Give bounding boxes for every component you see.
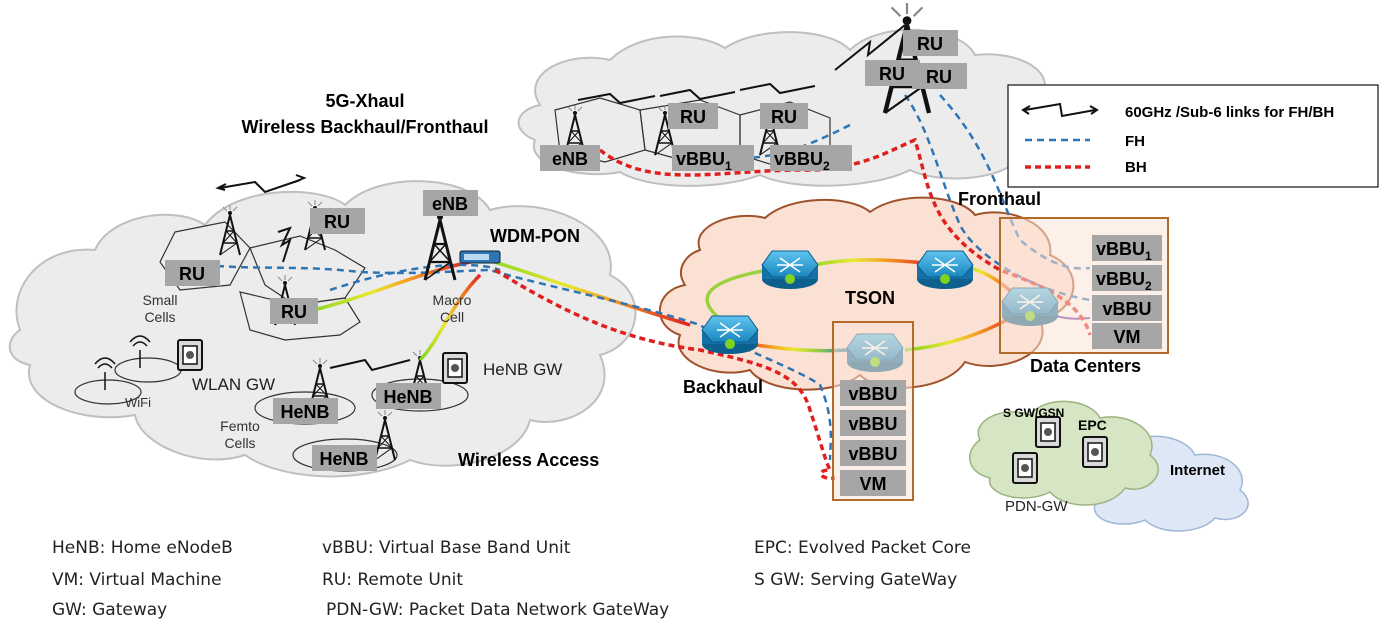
svg-text:HeNB: HeNB <box>383 387 432 407</box>
svg-text:vBBU: vBBU <box>848 414 897 434</box>
wdm-pon-label: WDM-PON <box>490 226 580 246</box>
svg-text:eNB: eNB <box>552 149 588 169</box>
svg-text:vBBU: vBBU <box>848 384 897 404</box>
dc-vbbu-box: vBBU <box>1092 295 1162 321</box>
svg-text:RU: RU <box>771 107 797 127</box>
data-centers-label: Data Centers <box>1030 356 1141 376</box>
svg-text:RU: RU <box>879 64 905 84</box>
sgw-gsn-label: S GW/GSN <box>1003 406 1064 420</box>
svg-text:RU: RU <box>917 34 943 54</box>
wlan-gw-label: WLAN GW <box>192 375 275 394</box>
wifi-label: WiFi <box>125 395 151 410</box>
glossary-epc: EPC: Evolved Packet Core <box>754 538 971 558</box>
fronthaul-label: Fronthaul <box>958 189 1041 209</box>
svg-text:vBBU1: vBBU1 <box>1096 239 1152 263</box>
bh-vbbu-box: vBBU <box>840 380 906 406</box>
pdn-gw-label: PDN-GW <box>1005 498 1068 515</box>
legend: 60GHz /Sub-6 links for FH/BH FH BH <box>1007 84 1379 188</box>
dc-vm-box: VM <box>1092 323 1162 349</box>
wifi-icons <box>94 335 151 390</box>
wireless-links <box>215 24 906 372</box>
legend-fh-label: FH <box>1125 133 1145 150</box>
ru-box: RU <box>865 60 920 86</box>
wdm-pon-switch <box>459 250 501 264</box>
ru-box: RU <box>270 298 318 324</box>
svg-text:VM: VM <box>860 474 887 494</box>
glossary-sgw: S GW: Serving GateWay <box>754 570 958 590</box>
wireless-access-label: Wireless Access <box>458 450 599 470</box>
glossary-ru: RU: Remote Unit <box>322 570 463 590</box>
henb-box: HeNB <box>376 383 441 409</box>
svg-text:RU: RU <box>281 302 307 322</box>
ru-box: RU <box>912 63 967 89</box>
ru-box: RU <box>668 103 718 129</box>
tson-label: TSON <box>845 288 895 308</box>
henb-box: HeNB <box>273 398 338 424</box>
glossary-pdn-gw: PDN-GW: Packet Data Network GateWay <box>326 600 670 620</box>
svg-text:RU: RU <box>179 264 205 284</box>
glossary-gw: GW: Gateway <box>52 600 168 620</box>
svg-text:RU: RU <box>680 107 706 127</box>
vbbu2-box: vBBU2 <box>770 145 852 173</box>
svg-text:vBBU: vBBU <box>1102 299 1151 319</box>
svg-text:eNB: eNB <box>432 194 468 214</box>
svg-text:RU: RU <box>324 212 350 232</box>
legend-bh-label: BH <box>1125 159 1147 176</box>
henb-box: HeNB <box>312 445 377 471</box>
glossary-henb: HeNB: Home eNodeB <box>52 538 233 558</box>
backhaul-label: Backhaul <box>683 377 763 397</box>
henb-gw-label: HeNB GW <box>483 360 562 379</box>
ru-box: RU <box>903 30 958 56</box>
bh-links <box>494 137 1092 480</box>
bh-vm-box: VM <box>840 470 906 496</box>
svg-text:vBBU2: vBBU2 <box>774 149 830 173</box>
svg-text:HeNB: HeNB <box>319 449 368 469</box>
dc-vbbu2-box: vBBU2 <box>1092 265 1162 293</box>
ru-box: RU <box>760 103 808 129</box>
bh-vbbu-box: vBBU <box>840 440 906 466</box>
enb-box: eNB <box>423 190 478 216</box>
svg-text:vBBU: vBBU <box>848 444 897 464</box>
epc-label: EPC <box>1078 417 1107 433</box>
dc-vbbu1-box: vBBU1 <box>1092 235 1162 263</box>
ru-box: RU <box>310 208 365 234</box>
henb-gw-link <box>418 273 482 362</box>
enb-box: eNB <box>540 145 600 171</box>
glossary-vm: VM: Virtual Machine <box>52 570 222 590</box>
bh-vbbu-box: vBBU <box>840 410 906 436</box>
svg-text:vBBU2: vBBU2 <box>1096 269 1152 293</box>
legend-wireless-symbol <box>1024 102 1096 118</box>
legend-wireless-label: 60GHz /Sub-6 links for FH/BH <box>1125 104 1334 121</box>
internet-label: Internet <box>1170 462 1225 479</box>
vbbu1-box: vBBU1 <box>672 145 754 173</box>
svg-text:vBBU1: vBBU1 <box>676 149 732 173</box>
ru-box: RU <box>165 260 220 286</box>
svg-text:VM: VM <box>1114 327 1141 347</box>
glossary-vbbu: vBBU: Virtual Base Band Unit <box>322 538 571 558</box>
svg-text:HeNB: HeNB <box>280 402 329 422</box>
svg-text:RU: RU <box>926 67 952 87</box>
